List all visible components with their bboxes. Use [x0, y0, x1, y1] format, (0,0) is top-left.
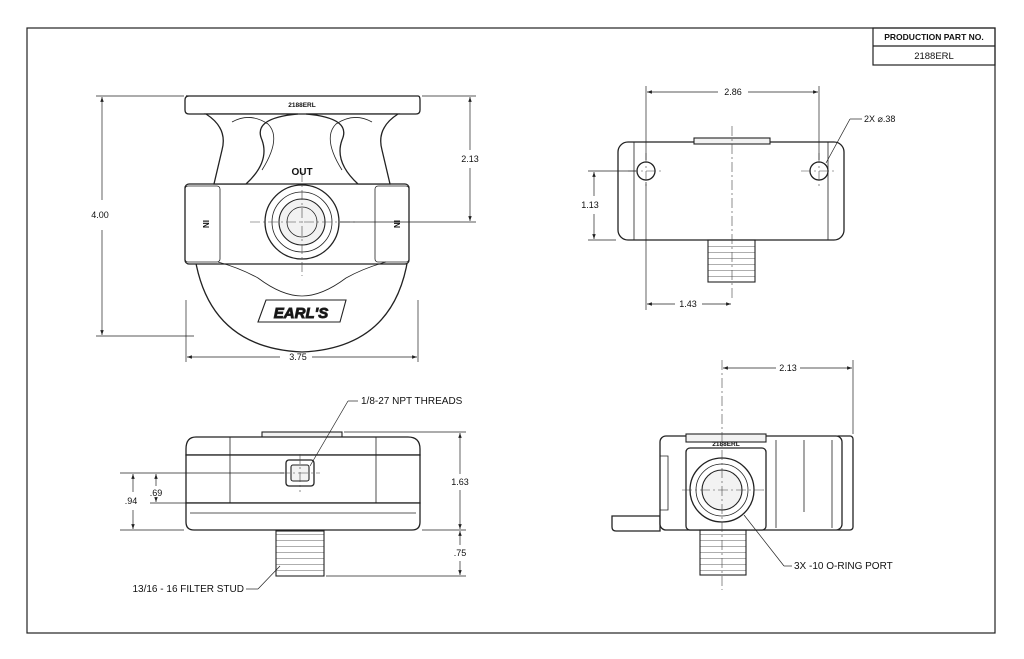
dim-side-height: 1.63: [451, 477, 469, 487]
dim-end-width: 2.13: [779, 363, 797, 373]
title-block: PRODUCTION PART NO. 2188ERL: [872, 27, 996, 66]
dim-94: .94: [125, 496, 138, 506]
front-view: 2188ERL OUT IN IN EARL'S 4.00 2.13 3.75: [91, 95, 479, 362]
top-view: 2.86 2X ⌀.38 1.13 1.43: [581, 86, 895, 310]
front-part-stamp: 2188ERL: [288, 102, 315, 109]
title-block-header: PRODUCTION PART NO.: [884, 32, 983, 42]
dim-top-depth: 1.13: [581, 200, 599, 210]
port-in-left-label: IN: [201, 220, 210, 228]
dim-front-port-height: 2.13: [461, 154, 479, 164]
side-view: 1/8-27 NPT THREADS 13/16 - 16 FILTER STU…: [120, 396, 469, 595]
earls-logo: EARL'S: [257, 299, 347, 323]
sheet-border: [26, 27, 996, 634]
dim-hole-spacing: 2.86: [724, 87, 742, 97]
end-view: 2188ERL 2.13 3X -10 O-RING PORT: [611, 360, 893, 590]
part-number: 2188ERL: [914, 51, 954, 62]
port-in-right-label: IN: [392, 220, 401, 228]
dim-69: .69: [150, 488, 163, 498]
callout-oring-port: 3X -10 O-RING PORT: [794, 561, 893, 572]
dim-stud-offset: 1.43: [679, 299, 697, 309]
dim-front-height: 4.00: [91, 210, 109, 220]
callout-filter-stud: 13/16 - 16 FILTER STUD: [132, 584, 244, 595]
callout-npt-threads: 1/8-27 NPT THREADS: [361, 396, 463, 407]
end-part-stamp: 2188ERL: [712, 441, 739, 448]
logo-text: EARL'S: [274, 305, 328, 322]
dim-hole-callout: 2X ⌀.38: [864, 114, 895, 124]
dim-stud-length: .75: [454, 548, 467, 558]
dim-front-width: 3.75: [289, 352, 307, 362]
port-out-label: OUT: [291, 167, 312, 178]
